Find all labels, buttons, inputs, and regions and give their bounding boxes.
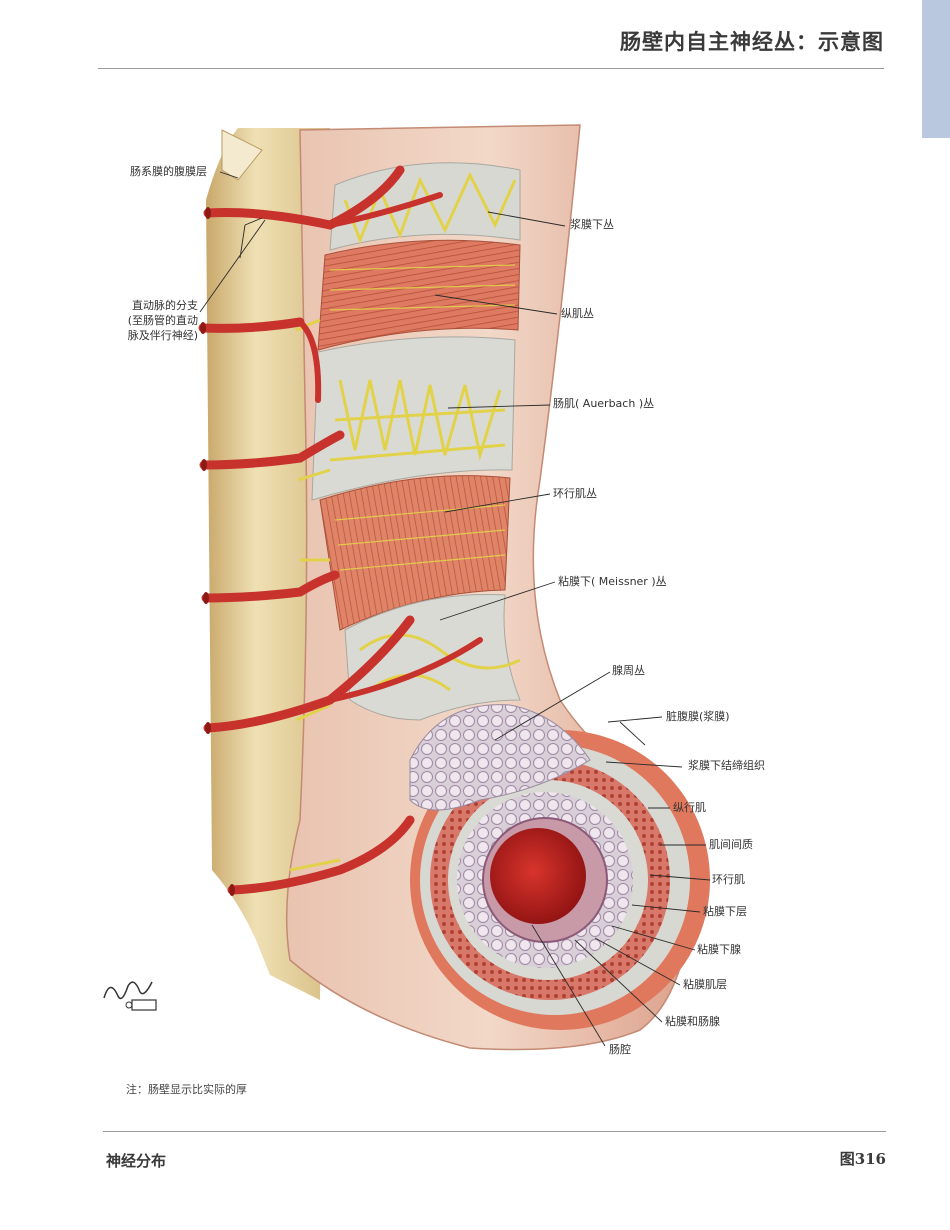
artist-signature-logo	[103, 981, 157, 1011]
label-circular-muscle: 环行肌	[712, 873, 745, 886]
longitudinal-muscle-band	[317, 239, 521, 351]
figure-note: 注：肠壁显示比实际的厚	[126, 1083, 247, 1096]
straight-arteries	[198, 165, 483, 895]
nerve-plexus-network	[289, 171, 521, 872]
label-mesentery-peritoneum: 肠系膜的腹膜层	[130, 165, 207, 178]
label-submucosal-plexus: 粘膜下( Meissner )丛	[558, 575, 667, 588]
myenteric-layer	[311, 336, 516, 501]
label-circular-muscle-plexus: 环行肌丛	[553, 487, 597, 500]
submucosal-layer	[344, 593, 521, 721]
label-longitudinal-muscle-plexus: 纵肌丛	[561, 307, 594, 320]
label-submucosa: 粘膜下层	[703, 905, 747, 918]
label-myenteric-plexus: 肠肌( Auerbach )丛	[553, 397, 655, 410]
chapter-tab	[922, 0, 950, 138]
section-name: 神经分布	[106, 1152, 167, 1170]
mesentery-flap	[221, 129, 263, 181]
periglandular-mass	[409, 704, 591, 811]
label-straight-artery-branch: 直动脉的分支 (至肠管的直动 脉及伴行神经)	[127, 299, 198, 342]
leader-lines	[199, 171, 711, 1047]
mesentery-strip	[206, 128, 330, 1000]
label-intermuscular-stroma: 肌间间质	[709, 838, 753, 851]
page-title: 肠壁内自主神经丛：示意图	[620, 30, 884, 54]
label-lumen: 肠腔	[609, 1043, 631, 1056]
label-subserosal-connective: 浆膜下结缔组织	[688, 759, 765, 772]
label-subserosal-plexus: 浆膜下丛	[570, 218, 614, 231]
label-longitudinal-muscle: 纵行肌	[673, 801, 706, 814]
label-visceral-peritoneum: 脏腹膜(浆膜)	[666, 710, 730, 723]
intestinal-lumen	[490, 828, 586, 924]
label-submucosal-glands: 粘膜下腺	[697, 943, 741, 956]
label-muscularis-mucosae: 粘膜肌层	[683, 978, 727, 991]
top-divider	[98, 68, 884, 69]
label-mucosa-glands: 粘膜和肠腺	[665, 1015, 720, 1028]
bottom-divider	[103, 1131, 886, 1132]
subserosal-layer	[329, 162, 521, 251]
figure-number: 图316	[839, 1150, 886, 1168]
label-periglandular-plexus: 腺周丛	[612, 664, 645, 677]
